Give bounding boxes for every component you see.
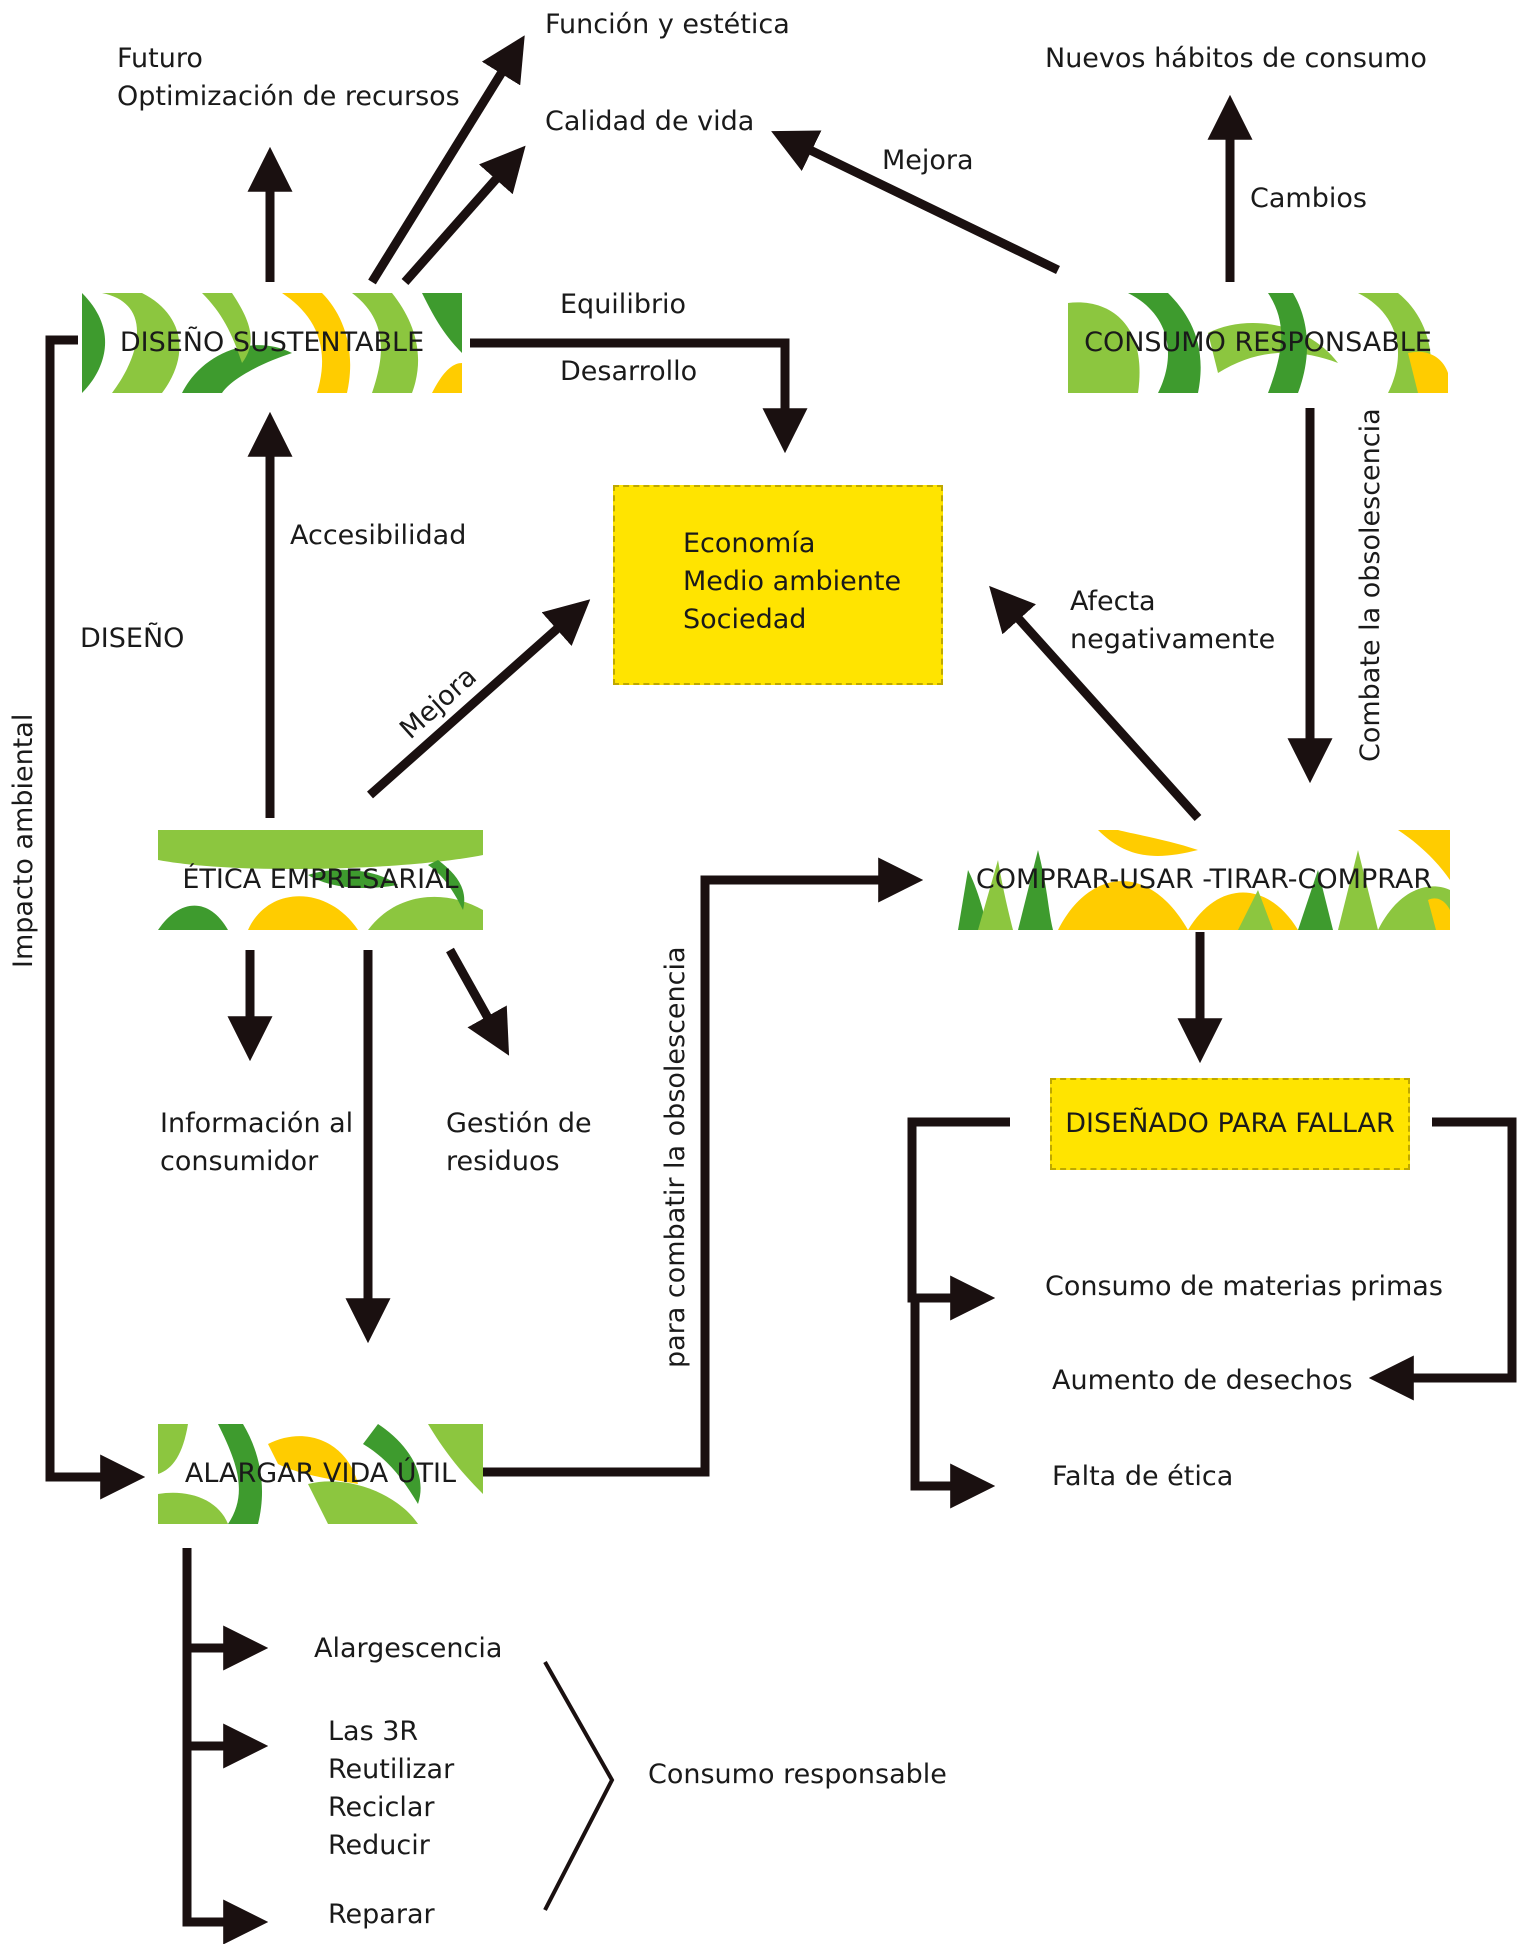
node-title: COMPRAR-USAR -TIRAR-COMPRAR <box>975 864 1433 895</box>
label-reparar: Reparar <box>328 1899 435 1930</box>
node-etica-empresarial: ÉTICA EMPRESARIAL <box>158 830 483 930</box>
label-funcion-estetica: Función y estética <box>545 9 790 40</box>
node-title: ALARGAR VIDA ÚTIL <box>184 1458 457 1489</box>
node-title: ÉTICA EMPRESARIAL <box>182 864 459 895</box>
label-aumento-desechos: Aumento de desechos <box>1052 1365 1353 1396</box>
arrow-comprar-center <box>989 585 1202 822</box>
arrow-diseno-center <box>470 338 808 454</box>
disenado-para-fallar-box: DISEÑADO PARA FALLAR <box>1050 1078 1410 1170</box>
leaf-pattern <box>82 293 462 393</box>
arrow-alargar-reparar <box>182 1746 269 1944</box>
label-calidad-vida: Calidad de vida <box>545 106 755 137</box>
node-alargar-vida-util: ALARGAR VIDA ÚTIL <box>158 1424 483 1524</box>
node-comprar-usar-tirar: COMPRAR-USAR -TIRAR-COMPRAR <box>958 830 1450 930</box>
center-line-sociedad: Sociedad <box>683 604 807 635</box>
consumo-responsable-brace <box>543 1661 615 1911</box>
label-impacto-ambiental: Impacto ambiental <box>8 713 39 968</box>
arrow-fallar-falta <box>910 1298 996 1509</box>
arrow-diseno-calidad <box>401 145 526 285</box>
label-nuevos-habitos: Nuevos hábitos de consumo <box>1045 43 1427 74</box>
label-accesibilidad: Accesibilidad <box>290 520 467 551</box>
arrow-etica-gestion <box>446 947 510 1056</box>
node-diseno-sustentable: DISEÑO SUSTENTABLE <box>82 293 462 393</box>
arrow-fallar-materias <box>907 1117 1010 1321</box>
label-falta-etica: Falta de ética <box>1052 1461 1234 1492</box>
label-mejora-top: Mejora <box>882 145 974 176</box>
label-diseno: DISEÑO <box>80 623 185 654</box>
arrow-alargar-3r <box>182 1648 269 1769</box>
leaf-pattern <box>158 1424 483 1524</box>
label-desarrollo: Desarrollo <box>560 356 698 387</box>
label-futuro: Futuro Optimización de recursos <box>117 43 460 112</box>
label-tres-r: Las 3R Reutilizar Reciclar Reducir <box>328 1716 455 1861</box>
node-title: DISEÑO SUSTENTABLE <box>119 327 425 358</box>
label-combate-obsolescencia: Combate la obsolescencia <box>1355 408 1386 762</box>
leaf-pattern <box>958 830 1450 930</box>
node-title: CONSUMO RESPONSABLE <box>1084 327 1432 358</box>
label-gestion-residuos: Gestión de residuos <box>446 1108 592 1177</box>
arrow-alargar-alargescencia <box>182 1548 269 1671</box>
label-cambios: Cambios <box>1250 183 1367 214</box>
node-title: DISEÑADO PARA FALLAR <box>1065 1108 1395 1139</box>
arrow-impacto-alargar <box>45 335 146 1500</box>
label-consumo-materias: Consumo de materias primas <box>1045 1271 1443 1302</box>
center-line-medio-ambiente: Medio ambiente <box>683 566 902 597</box>
label-para-combatir: para combatir la obsolescencia <box>660 946 691 1368</box>
label-alargescencia: Alargescencia <box>314 1633 503 1664</box>
arrow-consumo-calidad <box>771 130 1060 275</box>
center-box: Economía Medio ambiente Sociedad <box>613 485 943 685</box>
label-consumo-responsable: Consumo responsable <box>648 1759 947 1790</box>
arrow-diseno-funcion <box>368 35 525 285</box>
node-consumo-responsable: CONSUMO RESPONSABLE <box>1068 293 1448 393</box>
center-line-economia: Economía <box>683 528 816 559</box>
arrow-etica-center <box>367 599 591 799</box>
label-equilibrio: Equilibrio <box>560 289 687 320</box>
leaf-pattern <box>158 830 483 930</box>
leaf-pattern <box>1068 293 1448 393</box>
label-informacion-consumidor: Información al consumidor <box>160 1108 354 1177</box>
arrow-fallar-desechos <box>1368 1117 1517 1401</box>
arrow-alargar-comprar <box>480 857 924 1477</box>
label-afecta: Afecta negativamente <box>1070 586 1276 655</box>
